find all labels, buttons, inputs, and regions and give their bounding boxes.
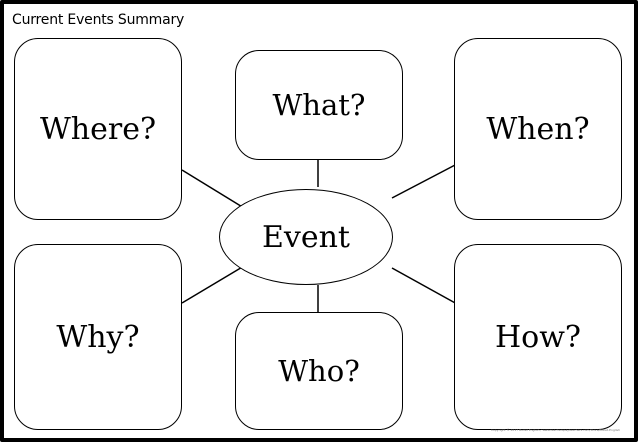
- copyright-note: Copyright © 2017 Bullet English / www.te…: [490, 428, 620, 432]
- connector-lines: [181, 160, 458, 312]
- why-label: Why?: [56, 319, 140, 355]
- when-label: When?: [486, 111, 590, 147]
- where-box: Where?: [14, 38, 182, 220]
- connector-when: [391, 163, 458, 199]
- how-box: How?: [454, 244, 622, 430]
- what-box: What?: [235, 50, 403, 160]
- why-box: Why?: [14, 244, 182, 430]
- where-label: Where?: [39, 111, 157, 147]
- event-ellipse: Event: [219, 189, 393, 285]
- who-label: Who?: [278, 354, 360, 388]
- who-box: Who?: [235, 312, 403, 430]
- connector-why: [181, 265, 245, 304]
- what-label: What?: [272, 88, 366, 122]
- connector-how: [391, 267, 458, 305]
- how-label: How?: [495, 319, 581, 355]
- event-label: Event: [262, 219, 350, 255]
- worksheet-title: Current Events Summary: [12, 12, 185, 28]
- when-box: When?: [454, 38, 622, 220]
- connector-where: [181, 169, 245, 209]
